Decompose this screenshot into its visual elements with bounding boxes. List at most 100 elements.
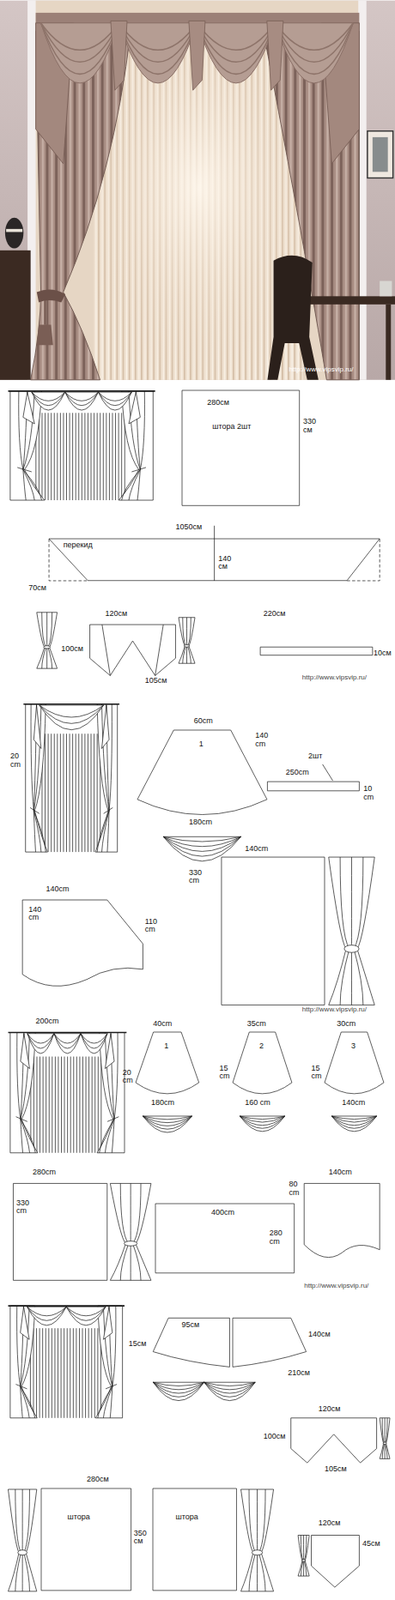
sketch-line xyxy=(75,1329,77,1420)
sketch-line xyxy=(142,1117,192,1127)
cascade xyxy=(267,20,284,91)
sketch-line xyxy=(103,1307,112,1341)
sketch-line xyxy=(62,413,64,501)
sketch-line xyxy=(54,1034,81,1055)
sketch-line xyxy=(57,1329,59,1420)
sketch-line xyxy=(93,734,95,853)
sketch-line xyxy=(331,1117,377,1130)
sketch-line xyxy=(8,1490,37,1593)
swag-fold xyxy=(274,23,353,63)
pattern-piece: перекид140 см xyxy=(48,539,380,582)
sketch-line xyxy=(331,1117,377,1124)
sketch-line xyxy=(232,1318,307,1368)
sketch-line xyxy=(24,1490,31,1593)
swag-fold xyxy=(41,23,120,75)
sketch-line xyxy=(256,1490,258,1593)
sketch-line xyxy=(44,413,46,501)
sketch-line xyxy=(82,1329,84,1420)
dimension-label: 2шт xyxy=(308,753,323,762)
pattern-piece: 400cm280 cm xyxy=(155,1204,295,1275)
piece-border xyxy=(232,1033,292,1095)
dimension-label: 220см xyxy=(263,610,286,620)
dimension-label: 140cm xyxy=(328,1169,353,1179)
sketch-line xyxy=(17,467,32,473)
sketch-line xyxy=(15,1490,22,1593)
sketch-line xyxy=(57,1057,59,1155)
swag xyxy=(41,23,120,84)
curtain-photo xyxy=(0,0,395,381)
sketch-line xyxy=(163,837,241,852)
sketch-line xyxy=(39,705,104,731)
piece-label: 2 xyxy=(259,1043,264,1052)
sketch-line xyxy=(182,618,187,664)
sketch-line xyxy=(33,705,42,750)
sketch-line xyxy=(95,1306,122,1420)
sketch-line xyxy=(98,392,133,402)
sketch-line xyxy=(10,1033,38,1155)
dimension-label: 140cm xyxy=(341,1099,365,1109)
sketch-line xyxy=(62,734,64,853)
sketch-line xyxy=(204,1383,256,1398)
sketch-line xyxy=(382,1419,384,1461)
sketch-line xyxy=(328,857,375,1006)
sketch-line xyxy=(22,1490,24,1593)
sketch-line xyxy=(186,618,188,664)
piece-border xyxy=(135,1033,200,1095)
piece-label: штора xyxy=(66,1514,90,1524)
dimension-label: 35cm xyxy=(247,1020,267,1030)
sketch-line xyxy=(384,1419,386,1461)
sketch-line xyxy=(65,392,99,411)
sketch-line xyxy=(23,392,35,425)
sketch-line xyxy=(103,413,104,501)
sketch-line xyxy=(66,1307,106,1322)
dimension-label: 110 cm xyxy=(145,918,158,936)
sketch-line xyxy=(63,1329,65,1420)
sketch-line xyxy=(91,413,92,501)
sketch-line xyxy=(80,1034,108,1055)
sketch-line xyxy=(33,1057,35,1155)
piece-label: штора xyxy=(175,1514,198,1524)
sketch-line xyxy=(80,1034,108,1045)
swag-fold xyxy=(118,23,197,75)
sketch-line xyxy=(213,526,215,582)
wall xyxy=(0,0,395,381)
dimension-label: 210см xyxy=(287,1370,310,1380)
sketch-line xyxy=(385,1419,388,1461)
piece-border xyxy=(152,1489,237,1593)
sketch-line xyxy=(31,392,66,402)
dimension-label: 20 cm xyxy=(10,753,21,770)
sketch-line xyxy=(97,734,98,853)
watermark: http://www.vipsvip.ru/ xyxy=(303,1283,369,1292)
sketch-line xyxy=(260,647,373,657)
dimension-label: 10 cm xyxy=(363,785,374,803)
sketch-line xyxy=(60,734,61,853)
sketch-line xyxy=(239,1117,285,1127)
dimension-label: 160 cm xyxy=(244,1099,271,1109)
piece-border xyxy=(41,1489,132,1593)
piece-label: 140 см xyxy=(218,555,231,572)
sketch-line xyxy=(331,1117,377,1133)
sketch-line xyxy=(45,1329,47,1420)
sketch-line xyxy=(97,413,98,501)
sketch-line xyxy=(183,645,189,649)
pattern-piece: штора xyxy=(152,1489,237,1593)
sketch-line xyxy=(100,1057,102,1155)
sketch-line xyxy=(94,1057,96,1155)
sketch-line xyxy=(152,1383,204,1392)
sketch-line xyxy=(353,857,364,1006)
sketch-line xyxy=(351,857,353,1006)
dimension-label: 100см xyxy=(263,1434,286,1443)
sketch-line xyxy=(84,734,86,853)
sketch-line xyxy=(79,1057,80,1155)
swag xyxy=(118,23,197,84)
piece-label: 400cm xyxy=(211,1209,235,1219)
sketch-line xyxy=(75,413,77,501)
sketch-line xyxy=(22,900,143,987)
swag xyxy=(274,23,353,84)
sketch-line xyxy=(152,1383,204,1398)
cascade xyxy=(188,20,206,91)
dimension-label: 330 cm xyxy=(16,1200,30,1217)
sketch-line xyxy=(85,1329,86,1420)
sketch-line xyxy=(303,1184,380,1258)
